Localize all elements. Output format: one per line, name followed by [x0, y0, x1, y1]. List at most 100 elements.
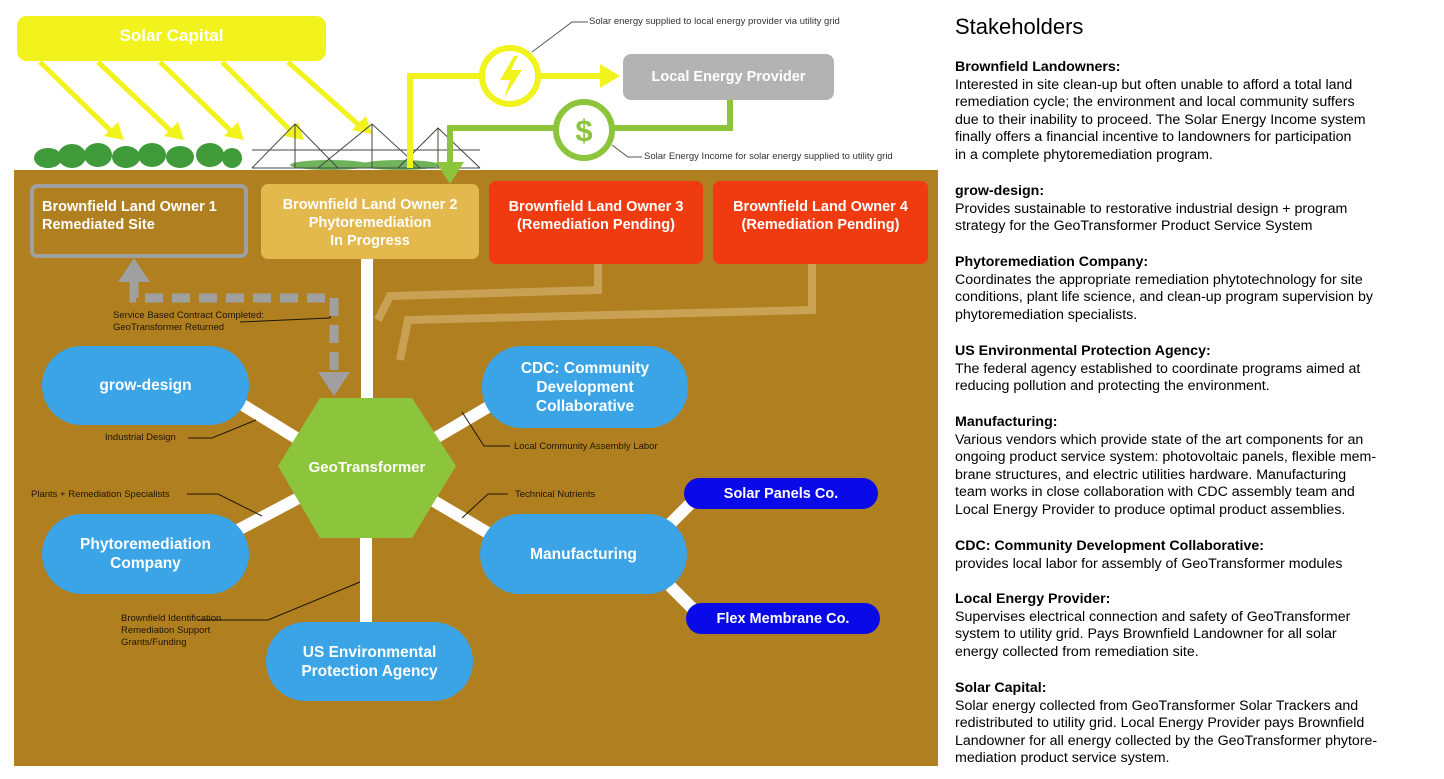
stakeholder-diagram: $: [14, 16, 938, 766]
section-heading: Solar Capital:: [955, 680, 1047, 696]
solar-capital-banner: [17, 16, 326, 61]
geotransformer-hub: [278, 398, 456, 538]
note-contract-line2: GeoTransformer Returned: [113, 322, 225, 333]
local-energy-provider-label: Local Energy Provider: [651, 69, 806, 85]
epa-line1: US Environmental: [302, 643, 437, 661]
section-line: energy collected from remediation site.: [955, 643, 1199, 660]
note-solar-income: Solar Energy Income for solar energy sup…: [644, 151, 893, 162]
section-epa: US Environmental Protection Agency: The …: [955, 343, 1435, 396]
solar-panels-node: Solar Panels Co.: [684, 478, 878, 509]
manufacturing-label: Manufacturing: [530, 545, 637, 563]
dollar-sign-icon: $: [575, 113, 592, 148]
phyto-line2: Company: [110, 555, 181, 572]
section-heading: Manufacturing:: [955, 414, 1058, 430]
section-line: Solar energy collected from GeoTransform…: [955, 697, 1359, 714]
section-line: phytoremediation specialists.: [955, 306, 1138, 323]
cdc-node: CDC: Community Development Collaborative: [482, 346, 688, 428]
section-solar-capital: Solar Capital: Solar energy collected fr…: [955, 680, 1435, 768]
section-line: Various vendors which provide state of t…: [955, 431, 1364, 448]
section-grow-design: grow-design: Provides sustainable to res…: [955, 183, 1435, 236]
section-line: Provides sustainable to restorative indu…: [955, 200, 1348, 217]
section-line: system to utility grid. Pays Brownfield …: [955, 626, 1337, 643]
owner3-line2: (Remediation Pending): [517, 217, 675, 233]
flex-membrane-label: Flex Membrane Co.: [716, 610, 850, 627]
section-manufacturing: Manufacturing: Various vendors which pro…: [955, 414, 1435, 520]
section-line: mediation product service system.: [955, 750, 1170, 767]
lightning-bolt-icon: [500, 56, 522, 98]
solar-rays: [38, 60, 372, 140]
section-phytoremediation-company: Phytoremediation Company: Coordinates th…: [955, 254, 1435, 324]
note-epa-line2: Remediation Support: [121, 625, 211, 636]
owner2-line1: Brownfield Land Owner 2: [282, 197, 458, 213]
brownfield-owner-1: Brownfield Land Owner 1 Remediated Site: [30, 184, 248, 258]
section-line: conditions, plant life science, and clea…: [955, 289, 1373, 306]
top-callout-lines: [531, 21, 642, 158]
phytoremediation-node: Phytoremediation Company: [42, 514, 249, 594]
section-line: due to their inability to proceed. The S…: [955, 111, 1366, 128]
section-cdc: CDC: Community Development Collaborative…: [955, 538, 1435, 573]
section-line: reducing pollution and protecting the en…: [955, 378, 1270, 395]
section-line: ongoing product service system: photovol…: [955, 449, 1377, 466]
return-contract-arrow: [118, 258, 350, 396]
ground-callout-lines: [187, 316, 510, 621]
section-line: redistributed to utility grid. Local Ene…: [955, 715, 1365, 732]
epa-node: US Environmental Protection Agency: [266, 622, 473, 701]
owner2-connector: [361, 258, 373, 400]
owner3-line1: Brownfield Land Owner 3: [508, 199, 684, 215]
geotransformer-label: GeoTransformer: [308, 458, 426, 476]
note-industrial-design: Industrial Design: [105, 432, 176, 443]
section-line: strategy for the GeoTransformer Product …: [955, 218, 1313, 235]
section-heading: Phytoremediation Company:: [955, 254, 1149, 270]
note-epa-line3: Grants/Funding: [121, 637, 187, 648]
note-contract: Service Based Contract Completed: GeoTra…: [113, 310, 264, 334]
grow-design-label: grow-design: [99, 377, 192, 394]
phyto-line1: Phytoremediation: [80, 536, 211, 553]
epa-line2: Protection Agency: [301, 662, 438, 680]
cdc-line1: CDC: Community: [520, 359, 650, 377]
note-epa-support: Brownfield Identification Remediation Su…: [121, 613, 221, 649]
section-brownfield-landowners: Brownfield Landowners: Interested in sit…: [955, 59, 1435, 165]
section-local-energy-provider: Local Energy Provider: Supervises electr…: [955, 591, 1435, 661]
owner4-line2: (Remediation Pending): [741, 217, 900, 233]
section-heading: CDC: Community Development Collaborative…: [955, 538, 1265, 554]
flex-membrane-node: Flex Membrane Co.: [686, 603, 880, 634]
section-line: Interested in site clean-up but often un…: [955, 76, 1353, 93]
section-line: finally offers a financial incentive to …: [955, 129, 1352, 146]
section-line: team works in close collaboration with C…: [955, 484, 1355, 501]
solar-panels-label: Solar Panels Co.: [723, 485, 839, 502]
brownfield-ground: [14, 170, 938, 766]
note-solar-supply: Solar energy supplied to local energy pr…: [589, 16, 840, 27]
section-heading: grow-design:: [955, 183, 1045, 199]
section-heading: Brownfield Landowners:: [955, 59, 1121, 75]
section-line: in a complete phytoremediation program.: [955, 146, 1213, 163]
cdc-line3: Collaborative: [535, 397, 635, 415]
section-line: provides local labor for assembly of Geo…: [955, 555, 1343, 572]
svg-text:$: $: [575, 113, 592, 148]
section-heading: Local Energy Provider:: [955, 591, 1111, 607]
note-community-labor: Local Community Assembly Labor: [514, 441, 658, 452]
section-line: brane structures, and electric utilities…: [955, 466, 1347, 483]
section-line: Local Energy Provider to produce optimal…: [955, 501, 1346, 518]
owner1-line1: Brownfield Land Owner 1: [42, 199, 217, 215]
owner2-line3: In Progress: [330, 233, 410, 249]
stakeholders-title: Stakeholders: [955, 14, 1084, 39]
note-plants: Plants + Remediation Specialists: [31, 489, 170, 500]
plants-row: [34, 143, 440, 170]
brownfield-owner-3: Brownfield Land Owner 3 (Remediation Pen…: [489, 181, 703, 264]
section-line: Supervises electrical connection and saf…: [955, 608, 1351, 625]
brownfield-owner-2: Brownfield Land Owner 2 Phytoremediation…: [261, 184, 479, 259]
section-line: Landowner for all energy collected by th…: [955, 732, 1378, 749]
brownfield-owner-4: Brownfield Land Owner 4 (Remediation Pen…: [713, 181, 928, 264]
grow-design-node: grow-design: [42, 346, 249, 425]
solar-capital-label: Solar Capital: [119, 26, 224, 45]
diagram-graphics: $: [14, 16, 938, 766]
note-epa-line1: Brownfield Identification: [121, 613, 222, 624]
hub-spokes: [234, 394, 697, 630]
section-line: The federal agency established to coordi…: [955, 360, 1361, 377]
owner2-line2: Phytoremediation: [308, 215, 432, 231]
local-energy-provider-box: [623, 54, 834, 100]
money-flow-arrow: [436, 99, 733, 184]
section-line: Coordinates the appropriate remediation …: [955, 271, 1363, 288]
manufacturing-node: Manufacturing: [480, 514, 687, 594]
owner4-line1: Brownfield Land Owner 4: [733, 199, 908, 215]
